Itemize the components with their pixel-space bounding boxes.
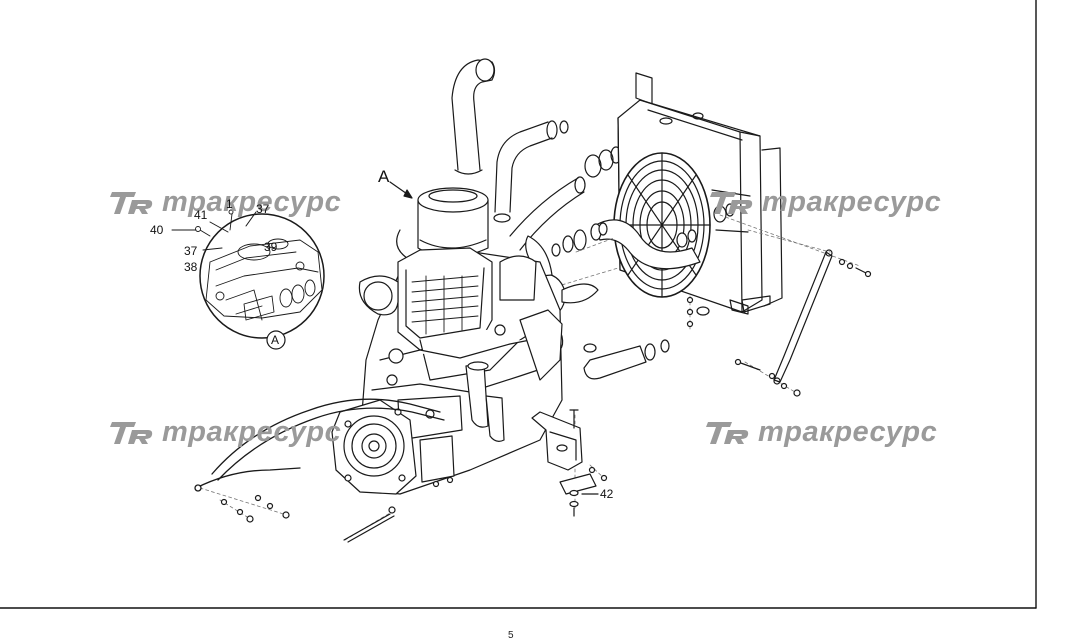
page-number: 5 [508,630,514,641]
exhaust-pipe [451,58,496,175]
callout-41: 41 [194,208,208,222]
upper-radiator-hose [493,120,569,223]
lower-radiator-hose [551,203,735,270]
watermark-text: трaкресурс [762,186,942,218]
callout-39: 39 [264,240,278,254]
view-a-arrow [389,181,413,199]
callout-40: 40 [150,223,164,237]
tr-logo-icon [110,421,153,444]
callout-37-top: 37 [256,202,270,216]
watermark-top-left: трaкресурс [108,186,341,219]
callout-1: 1 [226,197,233,211]
fasteners-lower-left [220,476,454,523]
dipstick [343,506,396,543]
tr-logo-icon [710,191,753,214]
tr-logo-icon [706,421,749,444]
lower-engine-hose [583,339,670,380]
engine-mount-bracket [531,409,608,517]
callout-leaders-detail [171,211,257,251]
callout-37-left: 37 [184,244,198,258]
engine-block [358,247,563,495]
flywheel-housing [331,399,455,495]
callout-38: 38 [184,260,198,274]
callout-view-a-circle: A [271,333,280,347]
watermark-bottom-left: трaкресурс [108,416,341,449]
detail-view-a [195,209,325,350]
callout-view-a-arrow: A [378,167,390,186]
watermark-text: трaкресурс [758,416,938,448]
watermark-bottom-right: трaкресурс [704,416,937,449]
watermark-text: трaкресурс [162,186,342,218]
tr-logo-icon [110,191,153,214]
radiator-support-rod [773,249,833,385]
watermark-text: трaкресурс [162,416,342,448]
wiring-harness [194,398,445,492]
fasteners-right [686,258,872,397]
page-border [0,0,1037,609]
callout-42: 42 [600,487,614,501]
watermark-top-right: трaкресурс [708,186,941,219]
